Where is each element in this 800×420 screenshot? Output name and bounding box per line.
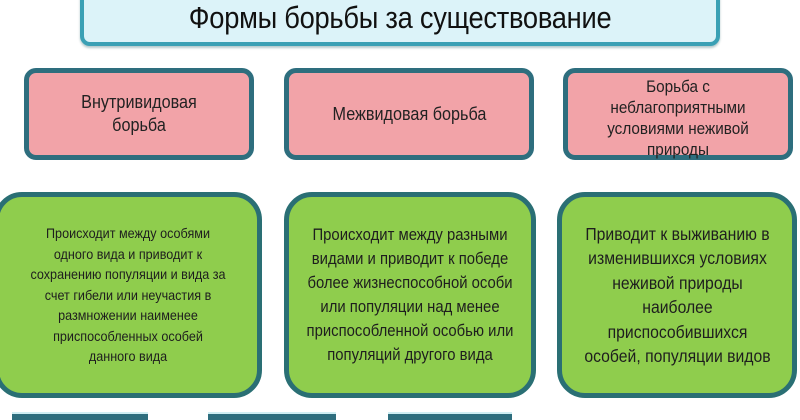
description-box-abiotic: Приводит к выживанию в изменившихся усло… [557,192,797,398]
diagram-title-box: Формы борьбы за существование [80,0,720,46]
next-row-box-edge-1 [12,412,148,420]
category-box-intraspecific: Внутривидовая борьба [24,68,254,160]
next-row-box-edge-2 [208,412,336,420]
category-label: Межвидовая борьба [332,103,486,124]
description-text: Приводит к выживанию в изменившихся усло… [583,223,771,367]
next-row-box-edge-3 [388,412,512,420]
category-label: Борьба с неблагоприятными условиями нежи… [607,77,749,159]
description-text: Происходит между разными видами и привод… [306,226,514,364]
category-box-abiotic: Борьба с неблагоприятными условиями нежи… [563,68,793,160]
description-box-interspecific: Происходит между разными видами и привод… [284,192,536,398]
description-box-intraspecific: Происходит между особями одного вида и п… [0,192,262,398]
category-label: Внутривидовая борьба [81,92,197,135]
description-text: Происходит между особями одного вида и п… [30,225,226,365]
diagram-title: Формы борьбы за существование [188,0,612,35]
category-box-interspecific: Межвидовая борьба [284,68,534,160]
